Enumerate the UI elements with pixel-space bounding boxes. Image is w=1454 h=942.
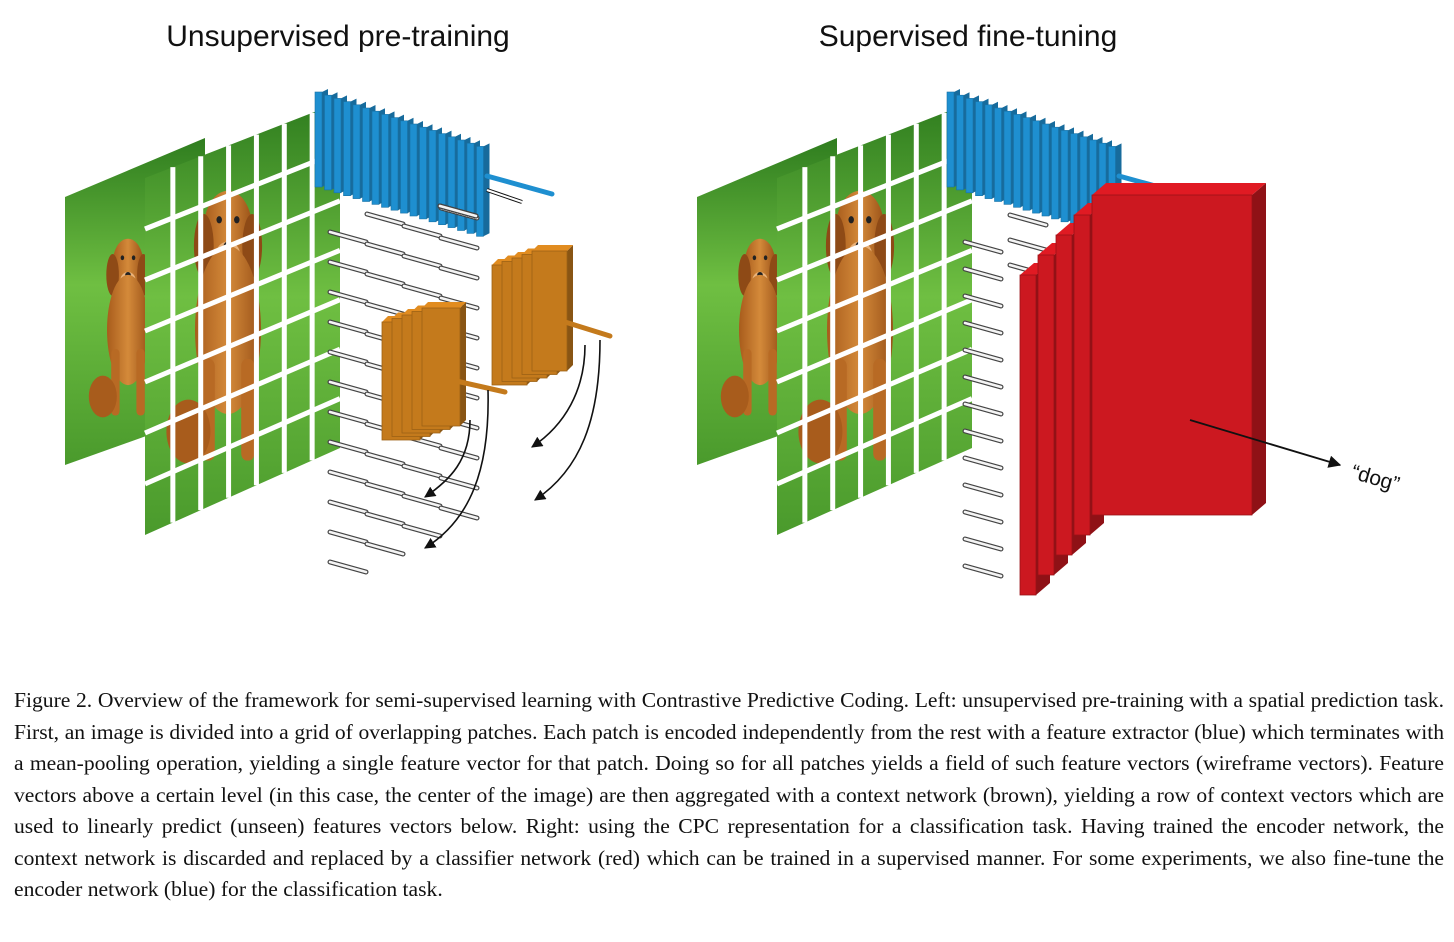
patch-grid-left [143, 102, 342, 535]
output-arrow [1189, 419, 1342, 468]
feature-vectors-right [962, 212, 1049, 579]
feature-vectors-left [327, 203, 480, 575]
figure-caption: Figure 2. Overview of the framework for … [14, 688, 1444, 901]
context-network [381, 245, 613, 441]
right-panel: “dog” [697, 89, 1402, 596]
prediction-arrows [424, 339, 601, 549]
patch-grid-right [775, 102, 974, 535]
output-label: “dog” [1349, 461, 1402, 497]
classifier-network [1019, 183, 1266, 596]
right-panel-title: Supervised fine-tuning [819, 20, 1118, 53]
encoder-network-left [314, 89, 555, 237]
left-panel [65, 89, 613, 575]
cpc-framework-diagram: Unsupervised pre-training Supervised fin… [65, 20, 1402, 596]
left-panel-title: Unsupervised pre-training [166, 20, 510, 53]
